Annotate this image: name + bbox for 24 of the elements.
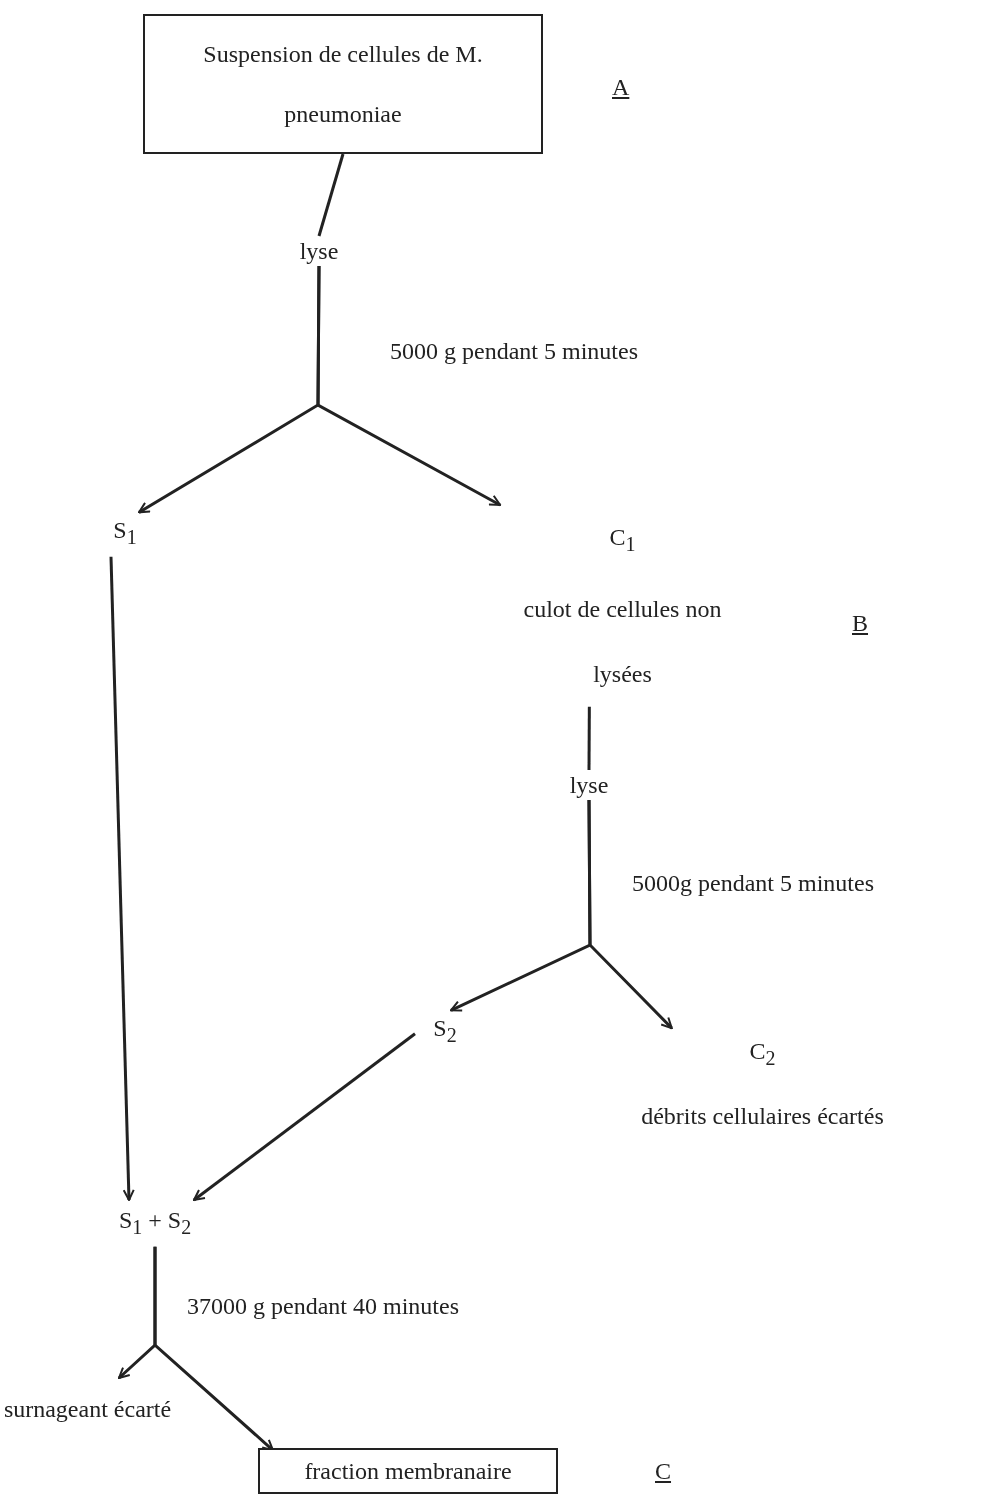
section-letter: C xyxy=(655,1458,671,1485)
node-text: débrits cellulaires écartés xyxy=(641,1101,884,1131)
section-letter: B xyxy=(852,610,868,637)
node-heading: C$_{2}$ xyxy=(749,1037,776,1071)
node-text: fraction membranaire xyxy=(304,1458,512,1484)
node-text: S$_{1}$ + S$_{2}$ xyxy=(118,1206,192,1240)
node-text: S$_{1}$ xyxy=(113,516,137,550)
centrifugation-note: 5000g pendant 5 minutes xyxy=(632,870,874,897)
node-text: S$_{2}$ xyxy=(433,1014,457,1048)
arrow xyxy=(193,1032,416,1202)
node-text: lyse xyxy=(299,237,339,266)
node-heading: C$_{1}$ xyxy=(609,523,636,557)
node-text: surnageant écarté xyxy=(3,1395,172,1424)
centrifugation-note: 5000 g pendant 5 minutes xyxy=(390,338,638,365)
arrow xyxy=(587,800,673,1030)
centrifugation-note: 37000 g pendant 40 minutes xyxy=(187,1293,459,1320)
arrow xyxy=(109,556,135,1201)
section-letter: A xyxy=(612,74,630,101)
node-text: culot de cellules non lysées xyxy=(522,594,723,689)
process-box xyxy=(258,1448,558,1494)
arrow xyxy=(316,266,502,507)
node-text: Suspension de cellules de M. pneumoniae xyxy=(202,40,484,129)
node-text: lyse xyxy=(569,771,609,800)
process-box xyxy=(143,14,543,154)
